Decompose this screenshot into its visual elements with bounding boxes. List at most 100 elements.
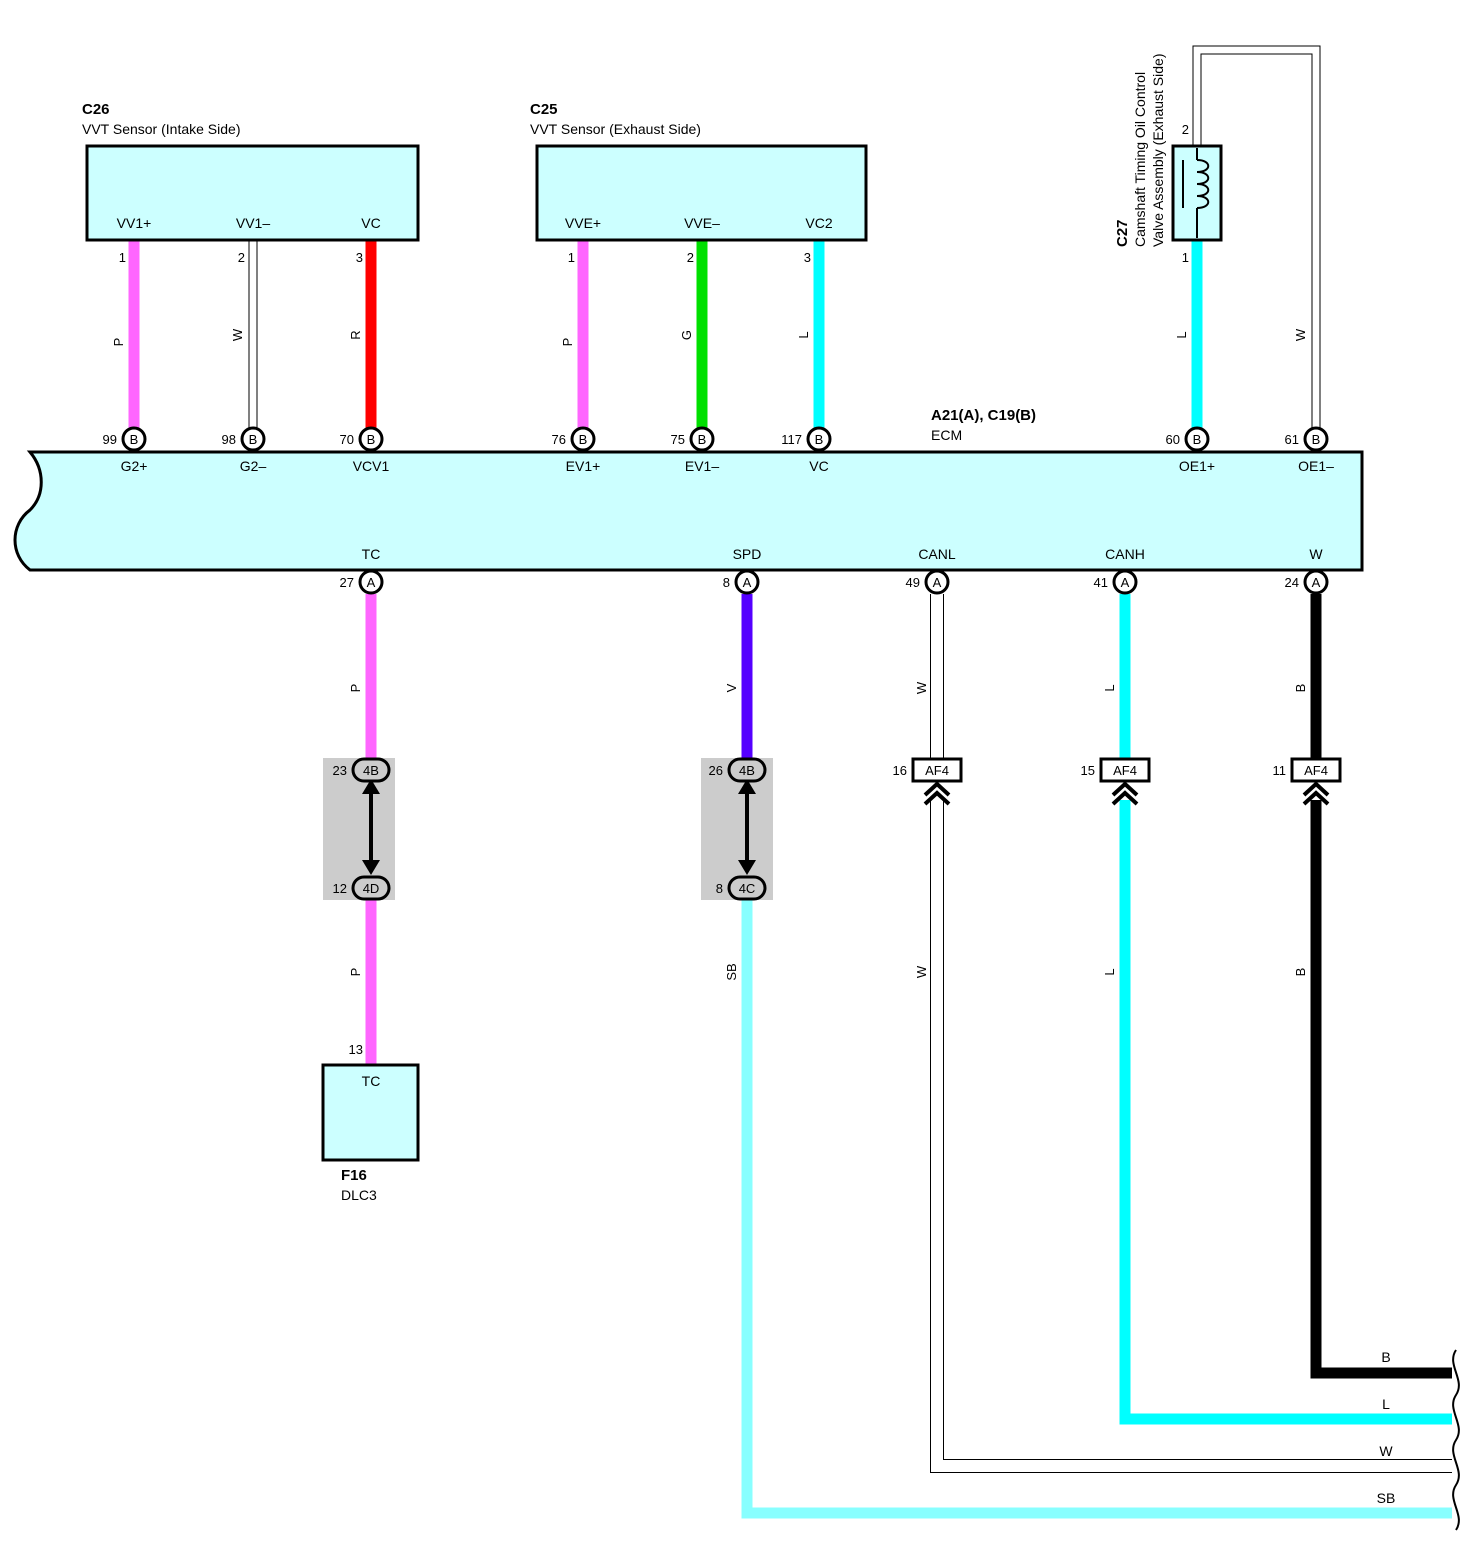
wire-color-code: P <box>111 338 126 347</box>
c27-code: C27 <box>1114 219 1131 247</box>
wire-canl-w <box>930 594 1452 1473</box>
ecm-connector-pin: B 75 <box>671 426 715 452</box>
svg-text:B: B <box>1312 432 1321 447</box>
svg-text:B: B <box>367 432 376 447</box>
ecm-pin-label: CANH <box>1105 546 1145 562</box>
ecm-pin-label: W <box>1309 546 1323 562</box>
ecm-connector-pin: A 27 <box>340 569 384 595</box>
ecm-connector-pin: B 99 <box>103 426 147 452</box>
svg-text:8: 8 <box>716 881 723 896</box>
svg-text:A: A <box>1312 575 1321 590</box>
svg-text:41: 41 <box>1094 575 1108 590</box>
wire-color-code: W <box>230 328 245 341</box>
pin-number: 13 <box>349 1042 363 1057</box>
svg-text:12: 12 <box>333 881 347 896</box>
wire-color-code: P <box>348 968 363 977</box>
af4-connector: AF4 11 <box>1273 757 1342 806</box>
svg-text:4C: 4C <box>739 881 756 896</box>
svg-text:117: 117 <box>781 432 802 447</box>
wire-color-code: W <box>914 681 929 694</box>
svg-text:A: A <box>367 575 376 590</box>
wire-end-label: B <box>1381 1349 1390 1365</box>
svg-text:4D: 4D <box>363 881 380 896</box>
ecm-connector-pin: B 70 <box>340 426 384 452</box>
svg-text:75: 75 <box>671 432 685 447</box>
svg-text:76: 76 <box>552 432 566 447</box>
svg-text:B: B <box>815 432 824 447</box>
wire-canh-l-lower <box>1119 800 1452 1425</box>
wire-color-code: V <box>724 683 739 692</box>
wire-color-code: B <box>1293 684 1308 693</box>
svg-text:B: B <box>579 432 588 447</box>
ecm-name: ECM <box>931 427 962 443</box>
svg-text:B: B <box>1193 432 1202 447</box>
pin-number: 2 <box>687 250 694 265</box>
svg-text:A: A <box>1121 575 1130 590</box>
f16-box <box>321 1063 420 1162</box>
svg-text:AF4: AF4 <box>1113 763 1137 778</box>
c26-pin-label: VV1+ <box>117 215 152 231</box>
wire-color-code: R <box>348 330 363 339</box>
wire-c27-w <box>1192 45 1321 428</box>
svg-text:B: B <box>698 432 707 447</box>
ecm-connector-pin: A 49 <box>906 569 950 595</box>
svg-text:B: B <box>249 432 258 447</box>
wire-color-code: SB <box>724 963 739 980</box>
svg-text:4B: 4B <box>363 763 379 778</box>
svg-text:AF4: AF4 <box>1304 763 1328 778</box>
c26-name: VVT Sensor (Intake Side) <box>82 121 240 137</box>
wire-color-code: P <box>348 684 363 693</box>
ecm-connector-pin: B 76 <box>552 426 596 452</box>
pin-number: 1 <box>568 250 575 265</box>
ecm-pin-label: G2– <box>240 458 267 474</box>
ecm-pin-label: OE1– <box>1298 458 1334 474</box>
ecm-pin-label: OE1+ <box>1179 458 1215 474</box>
svg-text:4B: 4B <box>739 763 755 778</box>
ecm-pin-label: VCV1 <box>353 458 390 474</box>
wire-break-mark <box>1452 1349 1460 1531</box>
ecm-pin-label: TC <box>362 546 381 562</box>
svg-text:24: 24 <box>1285 575 1299 590</box>
c27-name-line2: Valve Assembly (Exhaust Side) <box>1150 54 1166 248</box>
c25-pin-label: VVE– <box>684 215 720 231</box>
ecm-connector-pin: A 24 <box>1285 569 1329 595</box>
svg-text:27: 27 <box>340 575 354 590</box>
ecm-connector-pin: A 41 <box>1094 569 1138 595</box>
c26-pin-label: VV1– <box>236 215 270 231</box>
svg-text:23: 23 <box>333 763 347 778</box>
svg-text:16: 16 <box>893 763 907 778</box>
ecm-connector-pin: A 8 <box>723 569 760 595</box>
ecm-pin-label: G2+ <box>121 458 148 474</box>
c25-pin-label: VC2 <box>805 215 832 231</box>
af4-connector: AF4 15 <box>1081 757 1151 806</box>
ecm-box <box>13 450 1364 572</box>
wire-spd-sb <box>741 900 1452 1519</box>
c25-name: VVT Sensor (Exhaust Side) <box>530 121 701 137</box>
ecm-connector-pin: B 98 <box>222 426 266 452</box>
svg-text:AF4: AF4 <box>925 763 949 778</box>
wire-color-code: L <box>1102 684 1117 691</box>
svg-text:26: 26 <box>709 763 723 778</box>
wire-color-code: L <box>1102 968 1117 975</box>
wire-color-code: B <box>1293 968 1308 977</box>
wire-w-b-lower <box>1310 800 1452 1379</box>
svg-text:A: A <box>743 575 752 590</box>
svg-text:70: 70 <box>340 432 354 447</box>
svg-text:99: 99 <box>103 432 117 447</box>
wire-color-code: W <box>914 965 929 978</box>
c27-name-line1: Camshaft Timing Oil Control <box>1132 72 1148 247</box>
wire-color-code: G <box>679 330 694 340</box>
pin-number: 3 <box>804 250 811 265</box>
wire-end-label: W <box>1379 1443 1393 1459</box>
pin-number: 3 <box>356 250 363 265</box>
ecm-pin-label: EV1– <box>685 458 719 474</box>
ecm-pin-label: VC <box>809 458 828 474</box>
ecm-pin-label: CANL <box>918 546 956 562</box>
ecm-connector-pin: B 117 <box>781 426 832 452</box>
svg-text:60: 60 <box>1166 432 1180 447</box>
wire-color-code: L <box>1174 331 1189 338</box>
f16-name: DLC3 <box>341 1187 377 1203</box>
f16-pin-label: TC <box>362 1073 381 1089</box>
c25-box <box>535 144 868 242</box>
